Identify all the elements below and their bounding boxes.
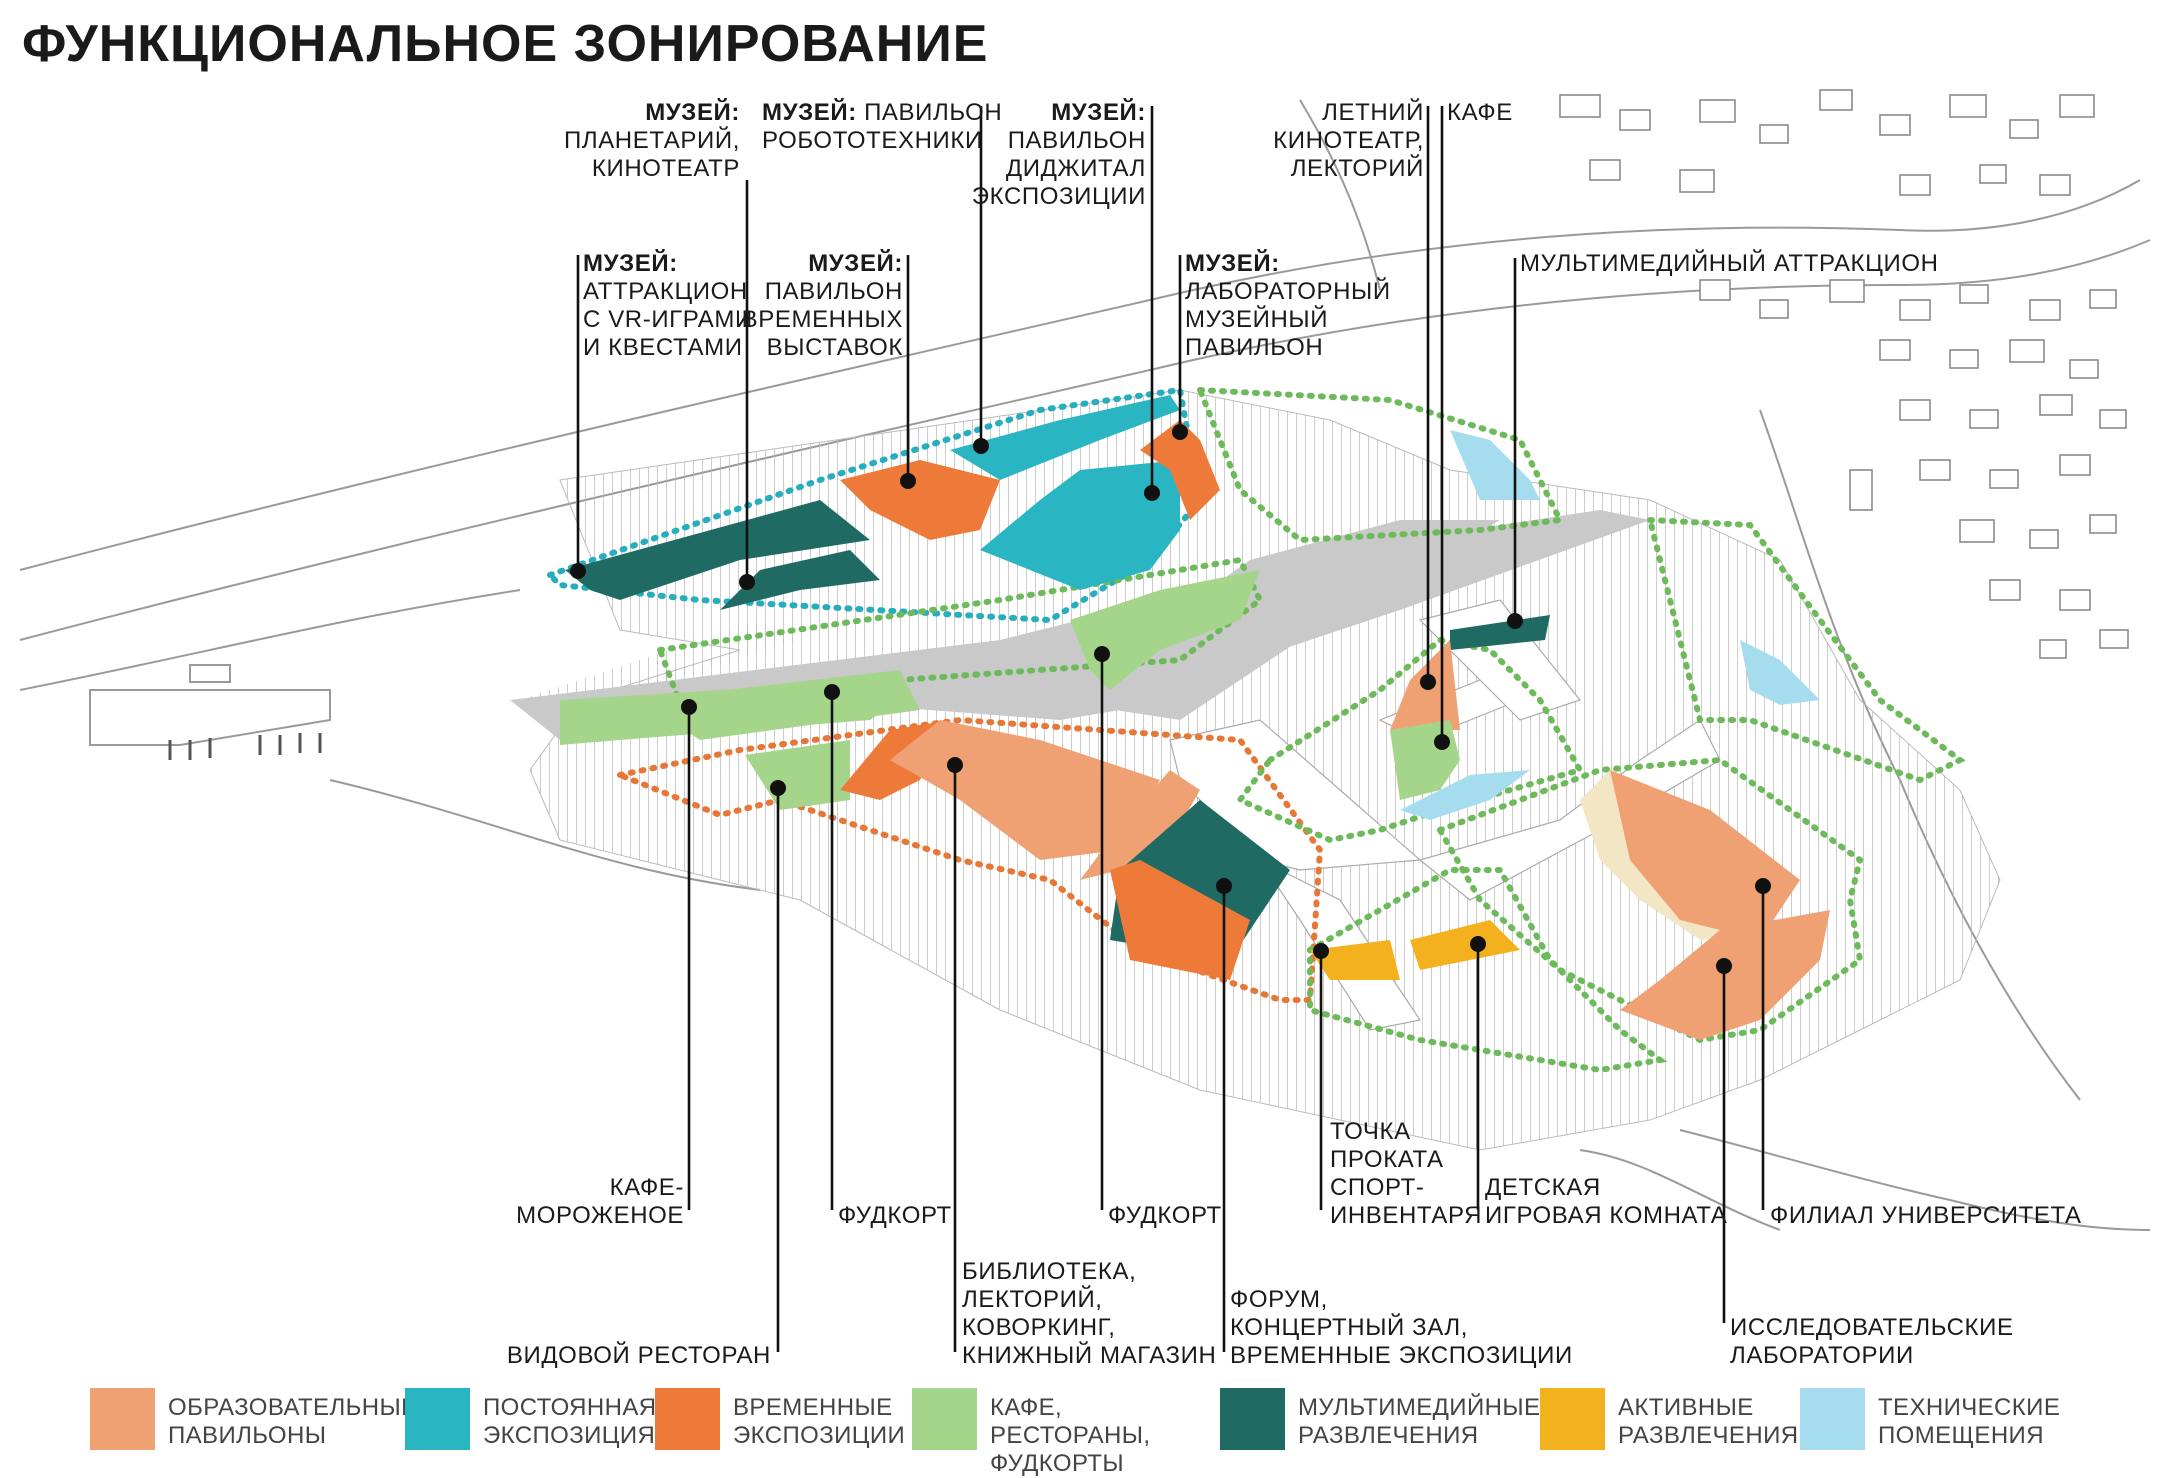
label-university: ФИЛИАЛ УНИВЕРСИТЕТА: [1770, 1202, 2082, 1229]
zone-vr: [720, 550, 880, 610]
label-library: БИБЛИОТЕКА, ЛЕКТОРИЙ, КОВОРКИНГ, КНИЖНЫЙ…: [962, 1258, 1217, 1369]
functional-zones: [560, 395, 1830, 1040]
legend-swatch: [1540, 1388, 1605, 1450]
zone-cafe-tech: [1450, 430, 1540, 500]
label-forum: ФОРУМ, КОНЦЕРТНЫЙ ЗАЛ, ВРЕМЕННЫЕ ЭКСПОЗИ…: [1230, 1286, 1573, 1369]
zone-university: [1610, 770, 1800, 940]
zone-foodcourt-1: [640, 670, 920, 740]
legend-swatch: [1220, 1388, 1285, 1450]
label-kids-room: ДЕТСКАЯ ИГРОВАЯ КОМНАТА: [1485, 1174, 1728, 1229]
legend-swatch: [90, 1388, 155, 1450]
zone-digital: [980, 460, 1180, 590]
label-museum-vr: МУЗЕЙ: АТТРАКЦИОН С VR-ИГРАМИ И КВЕСТАМИ: [583, 250, 753, 361]
zone-library-2: [1080, 770, 1200, 880]
label-cafe-top: КАФЕ: [1447, 99, 1513, 126]
label-museum-lab: МУЗЕЙ: ЛАБОРАТОРНЫЙ МУЗЕЙНЫЙ ПАВИЛЬОН: [1185, 250, 1391, 361]
label-rental: ТОЧКА ПРОКАТА СПОРТ- ИНВЕНТАРЯ: [1330, 1118, 1483, 1229]
label-museum-robotics: МУЗЕЙ: ПАВИЛЬОН РОБОТОТЕХНИКИ: [762, 99, 1003, 154]
zone-lab-pavilion: [1140, 420, 1220, 520]
zone-temporary-exhibitions: [840, 460, 1000, 540]
parking-marks: [168, 733, 322, 760]
zone-library: [890, 720, 1160, 860]
page-title: ФУНКЦИОНАЛЬНОЕ ЗОНИРОВАНИЕ: [22, 15, 989, 73]
right-green-outline: [1646, 516, 1966, 784]
label-foodcourt-1: ФУДКОРТ: [838, 1202, 952, 1229]
label-research-labs: ИССЛЕДОВАТЕЛЬСКИЕ ЛАБОРАТОРИИ: [1730, 1314, 2014, 1369]
zone-view-restaurant: [745, 740, 850, 810]
center-green-outline: [1235, 636, 1585, 844]
zone-foodcourt-2: [1070, 570, 1260, 690]
zone-kids-room: [1410, 920, 1520, 970]
label-museum-planetarium: МУЗЕЙ: ПЛАНЕТАРИЙ, КИНОТЕАТР: [564, 99, 740, 182]
zone-multimedia-attraction: [1450, 615, 1550, 650]
lower-green-outline: [1307, 867, 1668, 1074]
label-museum-digital: МУЗЕЙ: ПАВИЛЬОН ДИДЖИТАЛ ЭКСПОЗИЦИИ: [971, 99, 1146, 210]
label-view-restaurant: ВИДОВОЙ РЕСТОРАН: [506, 1342, 771, 1369]
legend-swatch: [1800, 1388, 1865, 1450]
zone-forum-orange: [1110, 860, 1250, 980]
legend-swatch: [655, 1388, 720, 1450]
zone-planetarium: [565, 500, 870, 600]
label-foodcourt-2: ФУДКОРТ: [1108, 1202, 1222, 1229]
zone-tech-center: [1400, 770, 1530, 820]
label-multimedia-attraction: МУЛЬТИМЕДИЙНЫЙ АТТРАКЦИОН: [1520, 250, 1939, 277]
university-outline: [1435, 756, 1864, 1044]
houses: [1559, 89, 2129, 659]
legend-swatch: [912, 1388, 977, 1450]
leader-lines: [576, 106, 1765, 1352]
legend-swatch: [405, 1388, 470, 1450]
legend-label: КАФЕ, РЕСТОРАНЫ,ФУДКОРТЫ: [990, 1394, 1151, 1477]
label-cafe-icecream: КАФЕ- МОРОЖЕНОЕ: [516, 1174, 684, 1229]
zone-rental: [1310, 940, 1400, 980]
label-summer-cinema: ЛЕТНИЙ КИНОТЕАТР, ЛЕКТОРИЙ: [1273, 99, 1424, 182]
lab-zone-outline: [1195, 386, 1565, 544]
zone-robotics: [950, 395, 1180, 480]
zone-tech-right: [1740, 640, 1820, 705]
leader-dots: [570, 424, 1771, 974]
label-museum-temp: МУЗЕЙ: ПАВИЛЬОН ВРЕМЕННЫХ ВЫСТАВОК: [741, 250, 903, 361]
